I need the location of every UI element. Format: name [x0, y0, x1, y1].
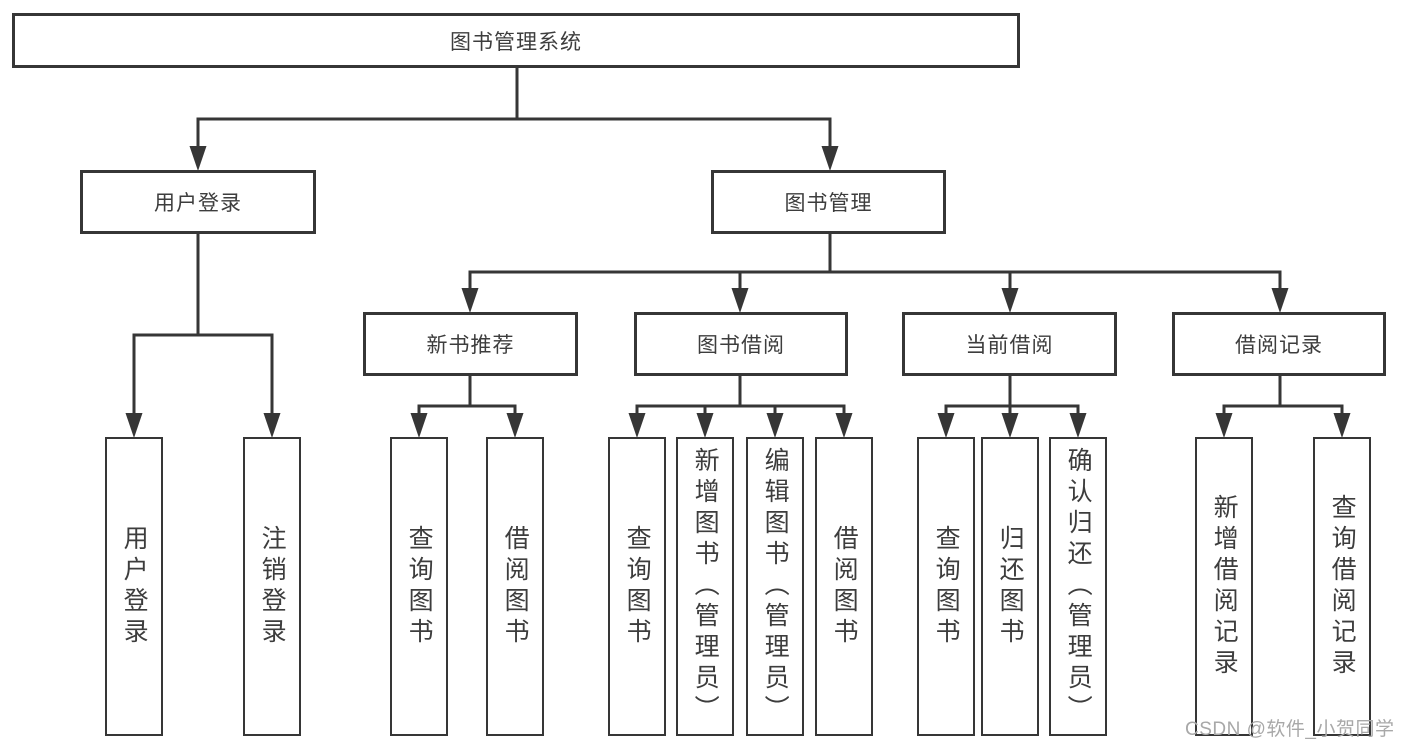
arrowhead-icon: [263, 413, 281, 438]
arrowhead-icon: [766, 413, 784, 438]
leaf-newbooks-query-books: 查询图书: [390, 437, 448, 736]
leaf-user-login: 用户登录: [105, 437, 163, 736]
leaf-label: 归还图书: [996, 524, 1025, 649]
arrowhead-icon: [189, 146, 207, 171]
leaf-label: 查询借阅记录: [1328, 493, 1357, 680]
node-label: 图书借阅: [697, 334, 785, 357]
leaf-label: 用户登录: [120, 524, 149, 649]
leaf-newbooks-borrow-books: 借阅图书: [486, 437, 544, 736]
arrowhead-icon: [628, 413, 646, 438]
leaf-current-confirm-return-admin: 确认归还（管理员）: [1049, 437, 1107, 736]
arrowhead-icon: [1333, 413, 1351, 438]
arrowhead-icon: [937, 413, 955, 438]
leaf-borrowing-borrow-books: 借阅图书: [815, 437, 873, 736]
leaf-borrowing-query-books: 查询图书: [608, 437, 666, 736]
node-label: 用户登录: [154, 192, 242, 215]
arrowhead-icon: [1069, 413, 1087, 438]
node-label: 当前借阅: [965, 334, 1054, 357]
leaf-label: 注销登录: [258, 524, 287, 649]
leaf-label: 新增图书（管理员）: [691, 447, 720, 726]
leaf-current-return-books: 归还图书: [981, 437, 1039, 736]
node-label: 借阅记录: [1235, 334, 1323, 357]
watermark: CSDN @软件_小贺同学: [1185, 719, 1395, 740]
leaf-label: 新增借阅记录: [1210, 493, 1239, 680]
arrowhead-icon: [1001, 288, 1019, 313]
arrowhead-icon: [821, 146, 839, 171]
leaf-logout: 注销登录: [243, 437, 301, 736]
arrowhead-icon: [125, 413, 143, 438]
arrowhead-icon: [835, 413, 853, 438]
node-label: 图书管理系统: [450, 30, 582, 54]
arrowhead-icon: [461, 288, 479, 313]
arrowhead-icon: [1001, 413, 1019, 438]
leaf-label: 借阅图书: [501, 524, 530, 649]
node-label: 新书推荐: [426, 334, 515, 357]
leaf-borrowing-edit-books-admin: 编辑图书（管理员）: [746, 437, 804, 736]
node-book-borrowing: 图书借阅: [634, 312, 848, 376]
node-borrowing-records: 借阅记录: [1172, 312, 1386, 376]
leaf-label: 查询图书: [405, 524, 434, 649]
leaf-label: 借阅图书: [830, 524, 859, 649]
leaf-records-query-borrow-record: 查询借阅记录: [1313, 437, 1371, 736]
leaf-borrowing-add-books-admin: 新增图书（管理员）: [676, 437, 734, 736]
arrowhead-icon: [696, 413, 714, 438]
node-current-borrowing: 当前借阅: [902, 312, 1117, 376]
node-user-login: 用户登录: [80, 170, 316, 234]
node-library-management-system: 图书管理系统: [12, 13, 1020, 68]
leaf-label: 编辑图书（管理员）: [761, 447, 790, 726]
arrowhead-icon: [731, 288, 749, 313]
leaf-label: 查询图书: [932, 524, 961, 649]
node-label: 图书管理: [784, 192, 873, 215]
arrowhead-icon: [410, 413, 428, 438]
leaf-records-add-borrow-record: 新增借阅记录: [1195, 437, 1253, 736]
arrowhead-icon: [1271, 288, 1289, 313]
leaf-current-query-books: 查询图书: [917, 437, 975, 736]
node-book-management: 图书管理: [711, 170, 946, 234]
node-new-book-recommendation: 新书推荐: [363, 312, 578, 376]
arrowhead-icon: [1215, 413, 1233, 438]
leaf-label: 查询图书: [623, 524, 652, 649]
arrowhead-icon: [506, 413, 524, 438]
leaf-label: 确认归还（管理员）: [1064, 447, 1093, 726]
